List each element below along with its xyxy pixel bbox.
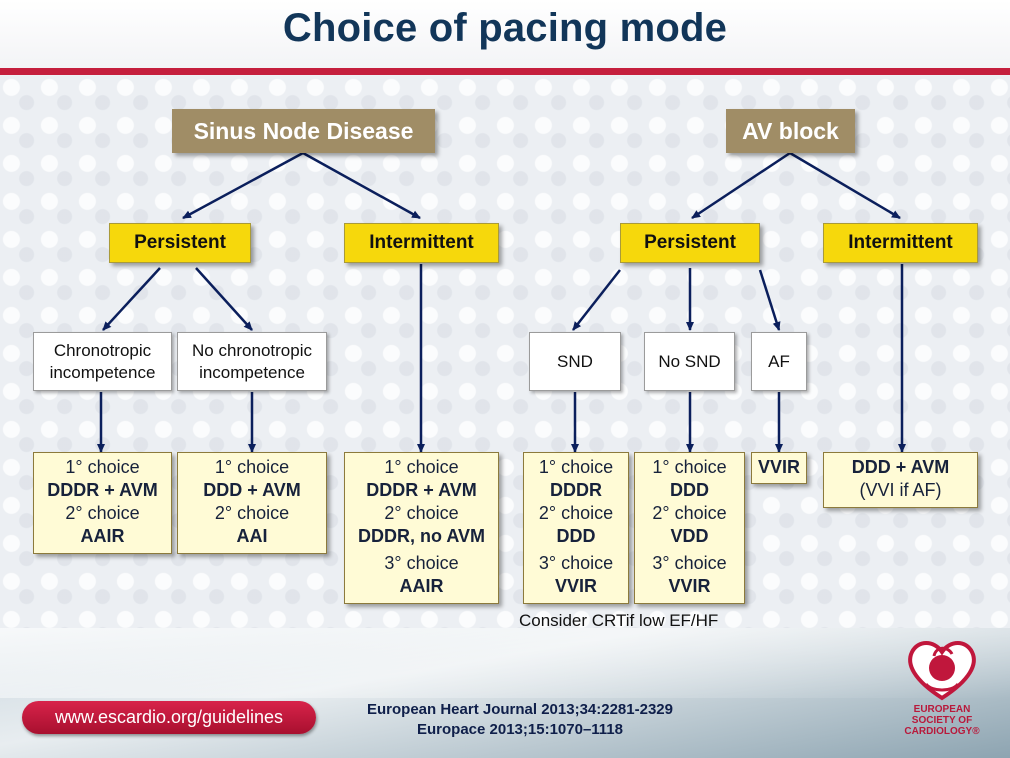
choice-label: 1° choice — [538, 457, 614, 477]
condition-af: AF — [751, 332, 807, 391]
choice-label: 1° choice — [214, 457, 290, 477]
choice-label: 1° choice — [384, 457, 459, 477]
choice-label: 2° choice — [538, 503, 614, 523]
pacing-mode: VVIR — [668, 576, 711, 596]
recommendation-avb-af: VVIR — [751, 452, 807, 484]
crt-note: Consider CRTif low EF/HF — [519, 611, 719, 630]
choice-label: 3° choice — [384, 553, 459, 573]
pacing-mode: DDDR — [550, 480, 602, 500]
disease-box-av-block: AV block — [726, 109, 855, 153]
recommendation-avb-no-snd: 1° choice DDD 2° choice VDD 3° choice VV… — [634, 452, 745, 604]
condition-line: No chronotropic — [191, 340, 312, 360]
guidelines-link[interactable]: www.escardio.org/guidelines — [22, 701, 316, 734]
arrow-avb-persistent-to-af — [758, 269, 781, 331]
category-label: Intermittent — [369, 232, 474, 253]
recommendation-chronotropic: 1° choice DDDR + AVM 2° choice AAIR — [33, 452, 172, 554]
category-label: Persistent — [644, 232, 736, 253]
pacing-mode: VVIR — [757, 457, 800, 477]
recommendation-snd-intermittent: 1° choice DDDR + AVM 2° choice DDDR, no … — [344, 452, 499, 604]
pacing-mode: DDD — [670, 480, 709, 500]
condition-no-chronotropic-incompetence: No chronotropic incompetence — [177, 332, 327, 391]
recommendation-avb-intermittent: DDD + AVM (VVI if AF) — [823, 452, 978, 508]
pacing-mode: AAIR — [80, 526, 125, 546]
citation-block: European Heart Journal 2013;34:2281-2329… — [320, 700, 720, 740]
condition-line: incompetence — [49, 362, 156, 382]
logo-text-line: CARDIOLOGY® — [904, 726, 980, 737]
arrow-persistent-to-chrono — [102, 267, 161, 331]
recommendation-avb-snd: 1° choice DDDR 2° choice DDD 3° choice V… — [523, 452, 629, 604]
condition-line: AF — [768, 351, 790, 371]
disease-box-sinus-node: Sinus Node Disease — [172, 109, 435, 153]
condition-line: SND — [557, 351, 593, 371]
pacing-mode: AAIR — [399, 576, 444, 596]
header-band — [0, 0, 1010, 68]
recommendation-note: (VVI if AF) — [859, 480, 942, 500]
esc-heart-logo-icon — [908, 641, 976, 701]
pacing-mode: DDDR + AVM — [47, 480, 158, 500]
arrow-avb-to-intermittent — [789, 151, 901, 220]
category-snd-persistent: Persistent — [109, 223, 251, 263]
pacing-mode: DDDR, no AVM — [358, 526, 485, 546]
condition-line: incompetence — [199, 362, 305, 382]
choice-label: 2° choice — [652, 503, 727, 523]
disease-label: Sinus Node Disease — [193, 118, 414, 144]
arrow-snd-to-persistent — [182, 151, 304, 220]
choice-label: 1° choice — [65, 457, 140, 477]
category-avb-persistent: Persistent — [620, 223, 760, 263]
esc-logo-text: EUROPEAN SOCIETY OF CARDIOLOGY® — [892, 704, 992, 737]
guidelines-link-text: www.escardio.org/guidelines — [54, 707, 284, 727]
pacing-mode: DDD + AVM — [851, 457, 950, 477]
category-avb-intermittent: Intermittent — [823, 223, 978, 263]
title-divider — [0, 68, 1010, 75]
footer-band — [0, 628, 1010, 758]
recommendation-no-chronotropic: 1° choice DDD + AVM 2° choice AAI — [177, 452, 327, 554]
category-label: Persistent — [134, 232, 226, 253]
pacing-mode: DDD + AVM — [203, 480, 301, 500]
choice-label: 1° choice — [652, 457, 727, 477]
arrow-snd-to-intermittent — [302, 151, 421, 220]
condition-line: No SND — [658, 351, 721, 371]
condition-no-snd: No SND — [644, 332, 735, 391]
pacing-mode: VVIR — [554, 576, 597, 596]
choice-label: 2° choice — [384, 503, 459, 523]
pacing-mode: VDD — [670, 526, 709, 546]
pacing-mode: DDD — [556, 526, 596, 546]
arrow-avb-persistent-to-snd — [572, 269, 621, 331]
category-label: Intermittent — [848, 232, 953, 253]
citation-line: European Heart Journal 2013;34:2281-2329 — [367, 701, 673, 718]
pacing-mode: AAI — [236, 526, 268, 546]
choice-label: 2° choice — [214, 503, 290, 523]
choice-label: 3° choice — [538, 553, 614, 573]
disease-label: AV block — [742, 118, 839, 144]
condition-line: Chronotropic — [53, 340, 152, 360]
pacing-mode: DDDR + AVM — [366, 480, 477, 500]
condition-chronotropic-incompetence: Chronotropic incompetence — [33, 332, 172, 391]
category-snd-intermittent: Intermittent — [344, 223, 499, 263]
page-title: Choice of pacing mode — [282, 6, 728, 50]
choice-label: 2° choice — [65, 503, 140, 523]
arrow-persistent-to-no-chrono — [195, 267, 253, 331]
condition-snd: SND — [529, 332, 621, 391]
choice-label: 3° choice — [652, 553, 727, 573]
arrow-avb-to-persistent — [691, 151, 791, 220]
logo-text-line: EUROPEAN — [913, 704, 971, 715]
citation-line: Europace 2013;15:1070–1118 — [417, 721, 623, 738]
logo-text-line: SOCIETY OF — [911, 715, 973, 726]
